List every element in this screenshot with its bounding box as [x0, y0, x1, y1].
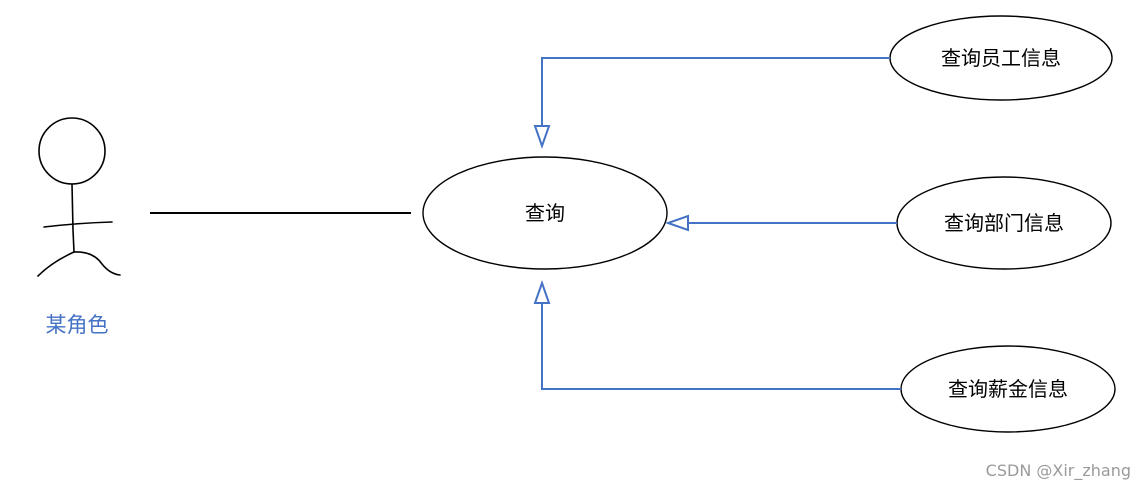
use-case-employee-info-label: 查询员工信息 — [941, 46, 1061, 70]
use-case-salary-info-label: 查询薪金信息 — [948, 377, 1068, 401]
actor-head — [38, 117, 106, 185]
generalization-line — [541, 57, 890, 126]
hollow-triangle-arrowhead — [664, 214, 689, 232]
hollow-triangle-arrowhead — [533, 279, 551, 304]
generalization-employee-to-main — [533, 57, 890, 150]
use-case-main-label: 查询 — [525, 201, 565, 225]
hollow-triangle-arrowhead — [533, 125, 551, 150]
actor-label: 某角色 — [46, 313, 109, 337]
generalization-line — [541, 303, 901, 390]
actor-stick-figure — [37, 117, 121, 277]
generalization-department-to-main — [664, 214, 897, 232]
watermark: CSDN @Xir_zhang — [986, 461, 1131, 481]
use-case-main[interactable] — [422, 156, 668, 270]
actor-left-leg — [37, 251, 75, 277]
actor-right-leg — [73, 251, 121, 276]
actor-body — [71, 183, 75, 253]
actor-arms — [43, 221, 113, 228]
use-case-department-info-label: 查询部门信息 — [944, 211, 1064, 235]
generalization-salary-to-main — [533, 279, 901, 390]
